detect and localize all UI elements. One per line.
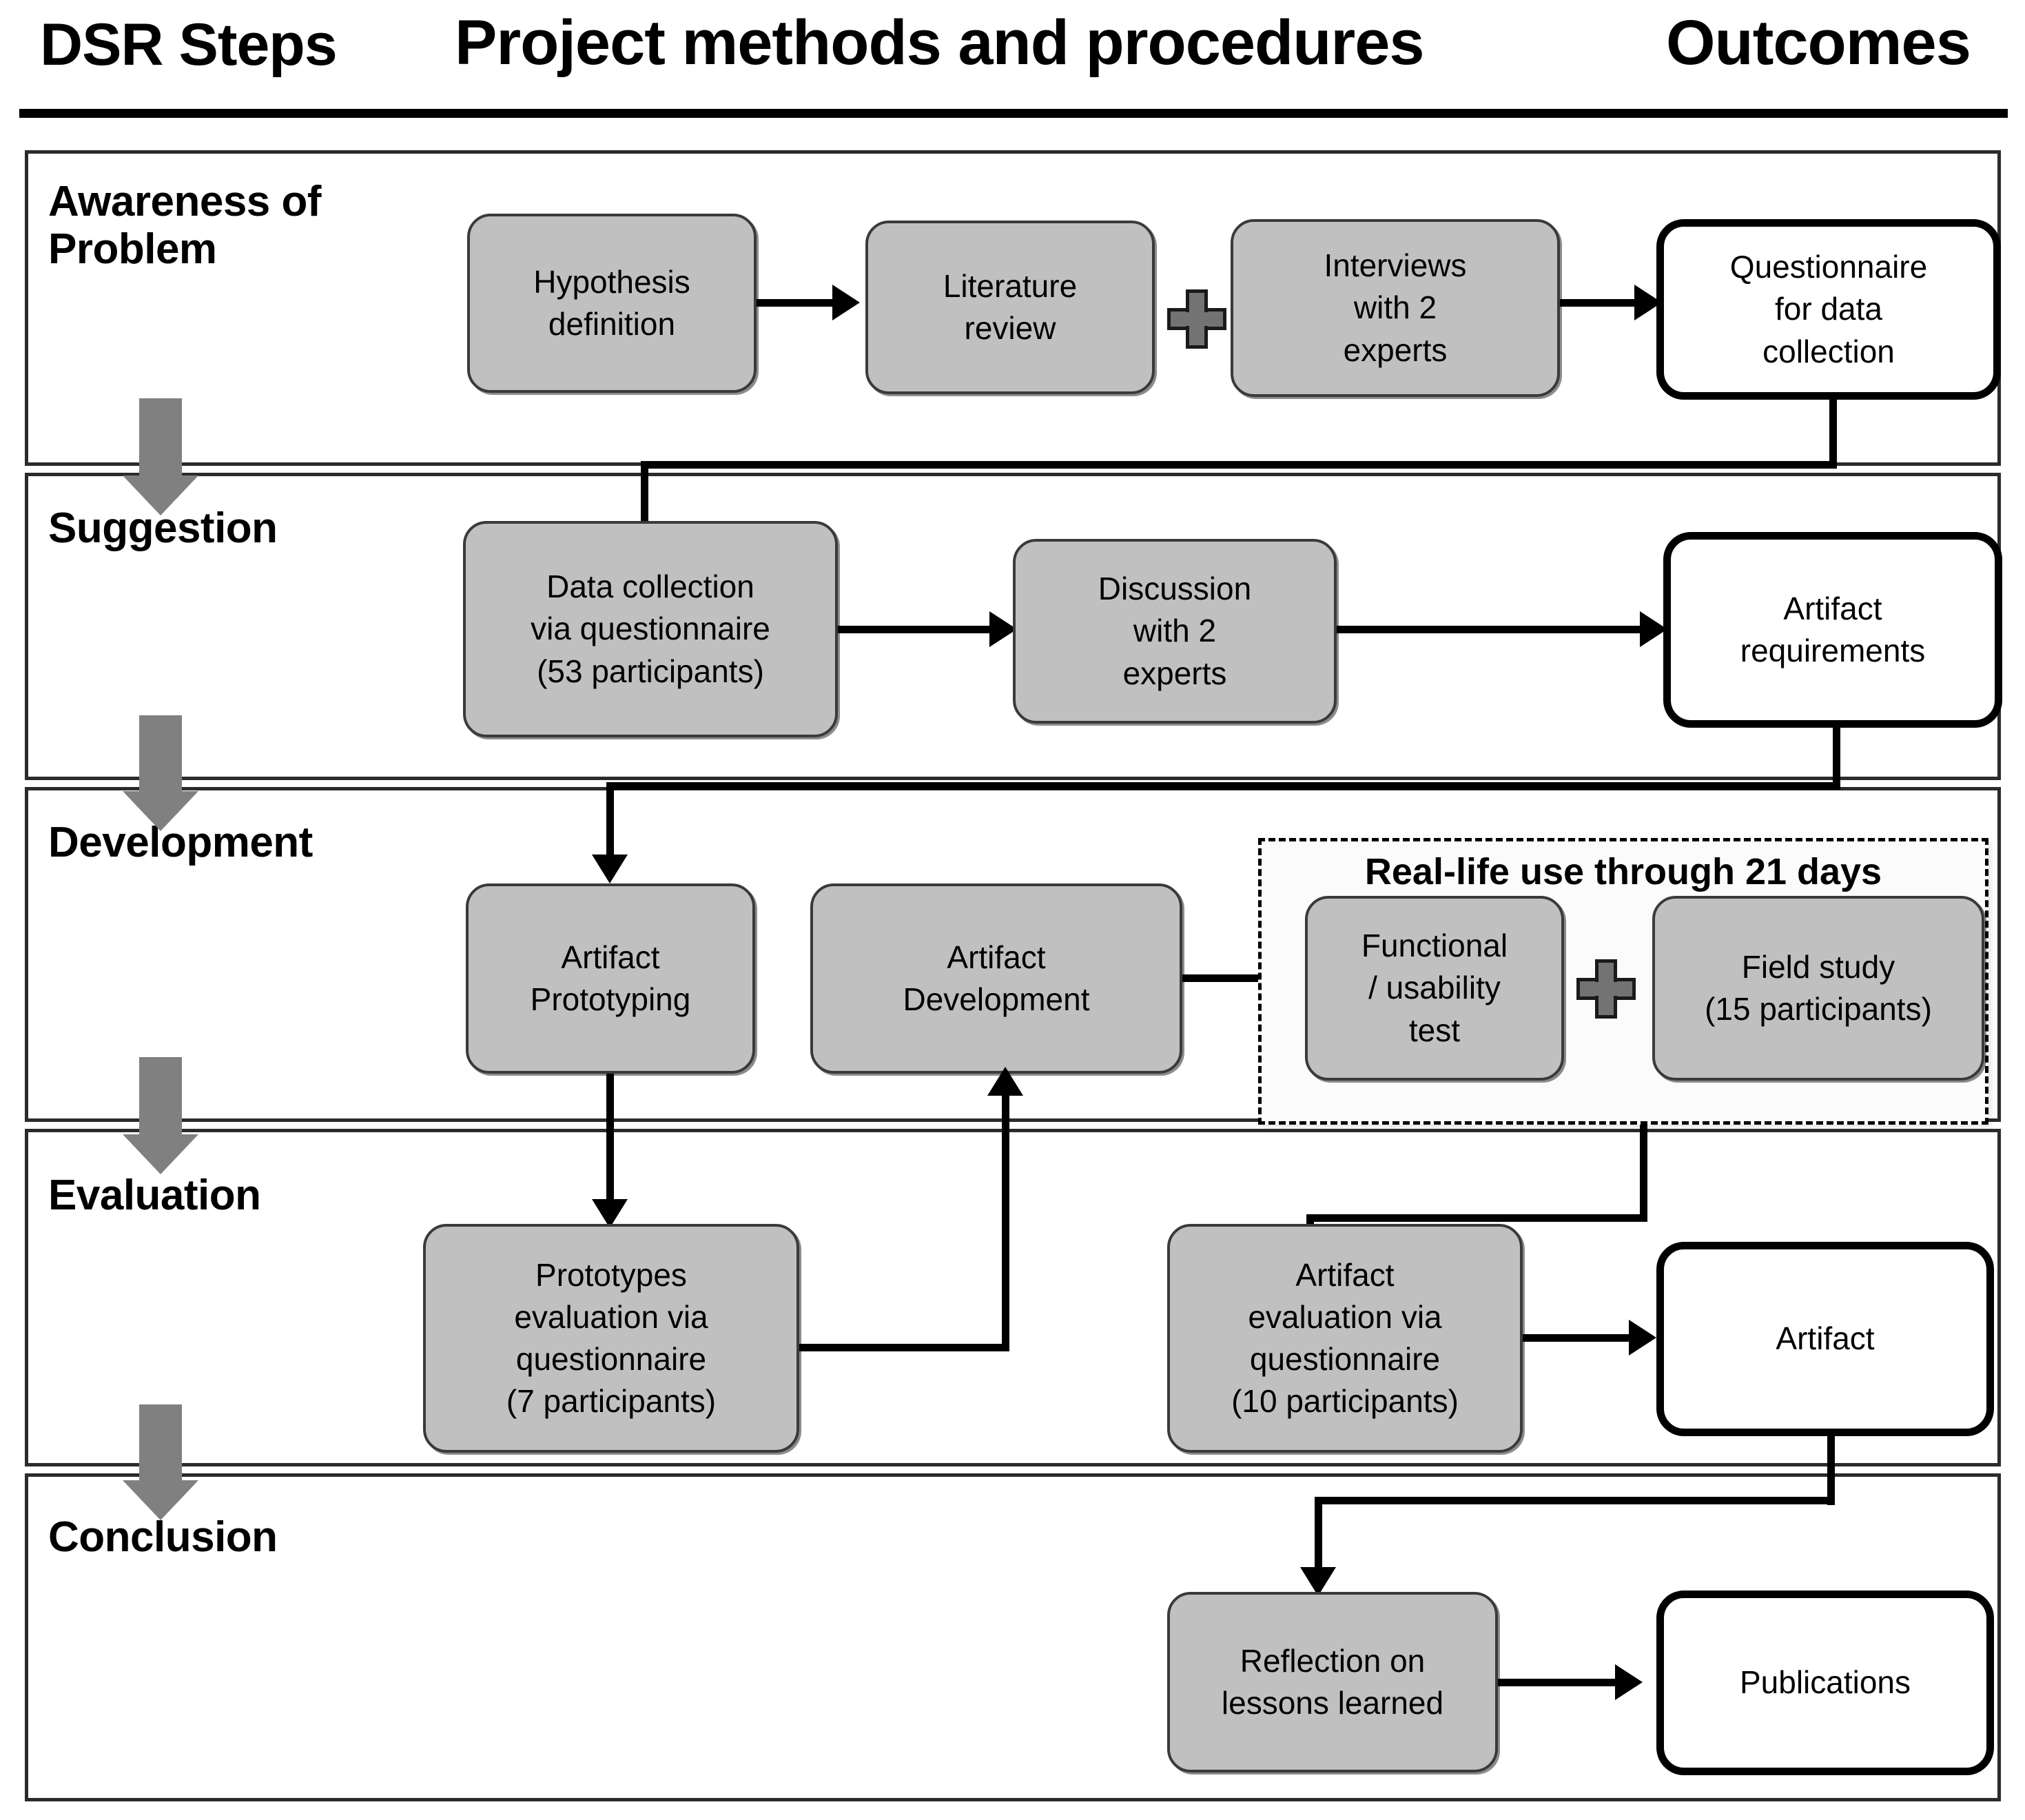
connector-requirements-down [1833,726,1840,790]
step-label-evaluation: Evaluation [48,1172,261,1219]
node-discussion-with-experts[interactable]: Discussion with 2 experts [1013,539,1337,724]
connector-reflection-to-publications [1498,1679,1622,1686]
node-questionnaire-for-data-collection[interactable]: Questionnaire for data collection [1656,219,2001,400]
arrowhead-artifact-eval-to-artifact [1629,1320,1656,1356]
arrowhead-hypothesis-to-literature [832,285,860,320]
step-label-awareness: Awareness of Problem [48,178,322,274]
connector-artifact-left [1315,1497,1835,1504]
connector-development-to-reallife [1182,974,1265,982]
arrowhead-into-artifact-prototyping [592,855,628,883]
node-data-collection-via-questionnaire[interactable]: Data collection via questionnaire (53 pa… [463,521,838,737]
header-divider-rule [19,109,2008,118]
group-title-real-life-use: Real-life use through 21 days [1364,851,1882,892]
node-artifact-development[interactable]: Artifact Development [810,883,1182,1074]
node-literature-review[interactable]: Literature review [865,221,1155,394]
connector-requirements-to-prototyping [606,782,614,866]
header-outcomes: Outcomes [1666,8,1971,78]
connector-artifact-down [1827,1435,1835,1505]
node-functional-usability-test[interactable]: Functional / usability test [1305,896,1564,1081]
connector-discussion-to-requirements [1337,626,1654,633]
node-prototypes-evaluation[interactable]: Prototypes evaluation via questionnaire … [423,1224,799,1453]
node-field-study[interactable]: Field study (15 participants) [1652,896,1984,1081]
connector-prototypes-eval-right [796,1344,1009,1351]
node-artifact[interactable]: Artifact [1656,1242,1994,1436]
plus-icon-usability-fieldstudy [1576,959,1636,1019]
node-interviews-with-experts[interactable]: Interviews with 2 experts [1231,219,1560,397]
node-artifact-prototyping[interactable]: Artifact Prototyping [466,883,755,1074]
arrowhead-discussion-to-requirements [1640,611,1667,647]
connector-hypothesis-to-literature [757,299,838,307]
header-dsr-steps: DSR Steps [40,12,338,78]
connector-questionnaire-left [641,461,1837,469]
connector-artifact-to-reflection [1315,1497,1322,1579]
connector-artifact-eval-to-artifact [1523,1334,1637,1342]
connector-datacollection-to-discussion [838,626,996,633]
connector-reallife-down [1640,1125,1647,1221]
arrowhead-into-prototypes-evaluation [592,1199,628,1228]
node-reflection-on-lessons-learned[interactable]: Reflection on lessons learned [1167,1592,1498,1772]
node-artifact-requirements[interactable]: Artifact requirements [1663,532,2002,728]
header-methods: Project methods and procedures [455,8,1425,78]
connector-questionnaire-to-datacollection [641,461,648,541]
plus-icon-literature-interviews [1167,289,1226,349]
connector-prototyping-to-prototypes-eval [606,1074,614,1221]
step-label-conclusion: Conclusion [48,1513,278,1561]
connector-reallife-left [1306,1214,1647,1222]
connector-questionnaire-down [1829,398,1837,469]
arrowhead-into-artifact-development [987,1067,1023,1096]
connector-requirements-left [606,782,1840,790]
arrowhead-reflection-to-publications [1615,1664,1643,1700]
arrowhead-into-reflection [1300,1567,1336,1596]
connector-interviews-to-questionnaire [1560,299,1641,307]
node-artifact-evaluation[interactable]: Artifact evaluation via questionnaire (1… [1167,1224,1523,1453]
node-hypothesis-definition[interactable]: Hypothesis definition [467,214,757,393]
node-publications[interactable]: Publications [1656,1591,1994,1775]
arrowhead-datacollection-to-discussion [989,611,1017,647]
connector-feedback-up-to-development [1002,1079,1009,1348]
